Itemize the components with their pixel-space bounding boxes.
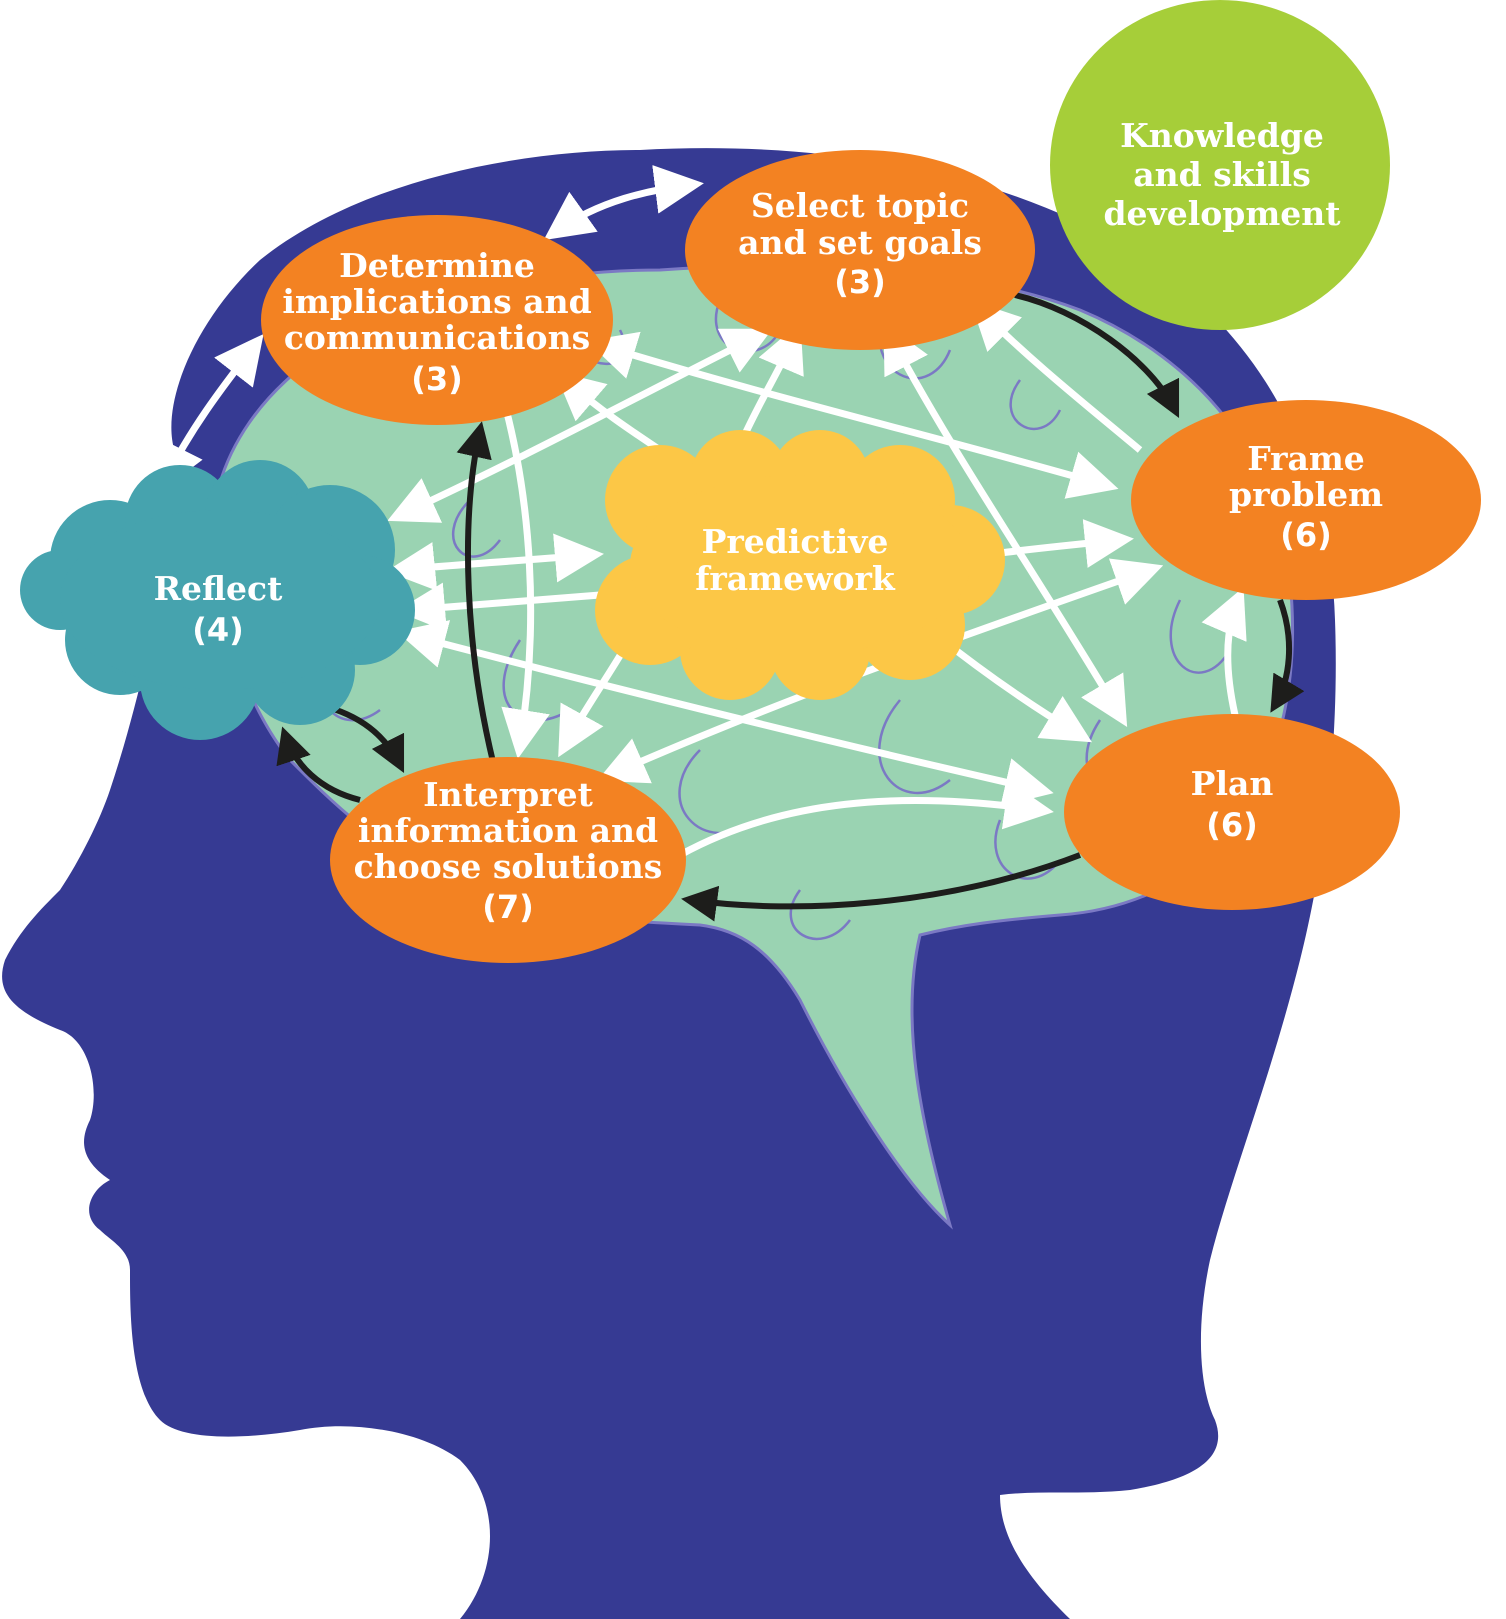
determine-line-1: Determine	[339, 246, 535, 285]
arrow-reflect-predictive	[386, 533, 604, 591]
arrow-frame-to-plan	[1270, 598, 1305, 713]
frame-line-2: problem	[1229, 475, 1383, 514]
arrow-interpret-to-determine	[456, 421, 498, 771]
interpret-count: (7)	[482, 888, 534, 926]
knowledge-line-3: development	[1103, 194, 1341, 233]
arrow-predictive-reflect	[396, 582, 601, 632]
interpret-line-1: Interpret	[423, 775, 594, 814]
arrow-predictive-determine	[554, 370, 662, 453]
frame-count: (6)	[1280, 516, 1332, 554]
select-topic-line-1: Select topic	[751, 186, 969, 225]
predictive-line-1: Predictive	[702, 522, 889, 561]
plan-line-1: Plan	[1191, 764, 1274, 803]
arrow-plan-frame	[1201, 587, 1247, 716]
arrow-interpret-plan	[678, 780, 1054, 859]
knowledge-line-1: Knowledge	[1120, 116, 1324, 155]
determine-count: (3)	[411, 360, 463, 398]
frame-line-1: Frame	[1247, 439, 1365, 478]
interpret-line-2: information and	[358, 811, 658, 850]
select-topic-count: (3)	[834, 263, 886, 301]
arrow-determine-select	[543, 165, 704, 241]
predictive-line-2: framework	[695, 559, 896, 598]
arrow-frame-select	[970, 300, 1143, 453]
plan-count: (6)	[1206, 806, 1258, 844]
determine-line-3: communications	[284, 318, 590, 357]
reflect-line-1: Reflect	[154, 569, 284, 608]
frame-problem-node: Frame problem (6)	[1131, 400, 1481, 600]
plan-node: Plan (6)	[1064, 714, 1400, 910]
arrow-interpret-to-reflect	[276, 726, 361, 803]
determine-line-2: implications and	[282, 282, 591, 321]
arrow-select-to-frame	[1014, 292, 1180, 419]
interpret-line-3: choose solutions	[354, 847, 663, 886]
knowledge-and-skills-node: Knowledge and skills development	[1050, 0, 1390, 330]
reflect-cloud-node: Reflect (4)	[20, 460, 415, 740]
predictive-framework-cloud: Predictive framework	[595, 430, 1005, 700]
select-topic-node: Select topic and set goals (3)	[685, 150, 1035, 350]
determine-implications-node: Determine implications and communication…	[261, 215, 613, 425]
arrow-reflect-determine	[158, 333, 264, 493]
reflect-count: (4)	[192, 611, 244, 649]
interpret-information-node: Interpret information and choose solutio…	[330, 757, 686, 963]
arrow-reflect-plan	[396, 620, 1054, 807]
select-topic-line-2: and set goals	[738, 223, 982, 262]
knowledge-line-2: and skills	[1133, 155, 1311, 194]
arrow-plan-to-interpret	[681, 852, 1082, 922]
arrow-reflect-select	[387, 328, 773, 523]
